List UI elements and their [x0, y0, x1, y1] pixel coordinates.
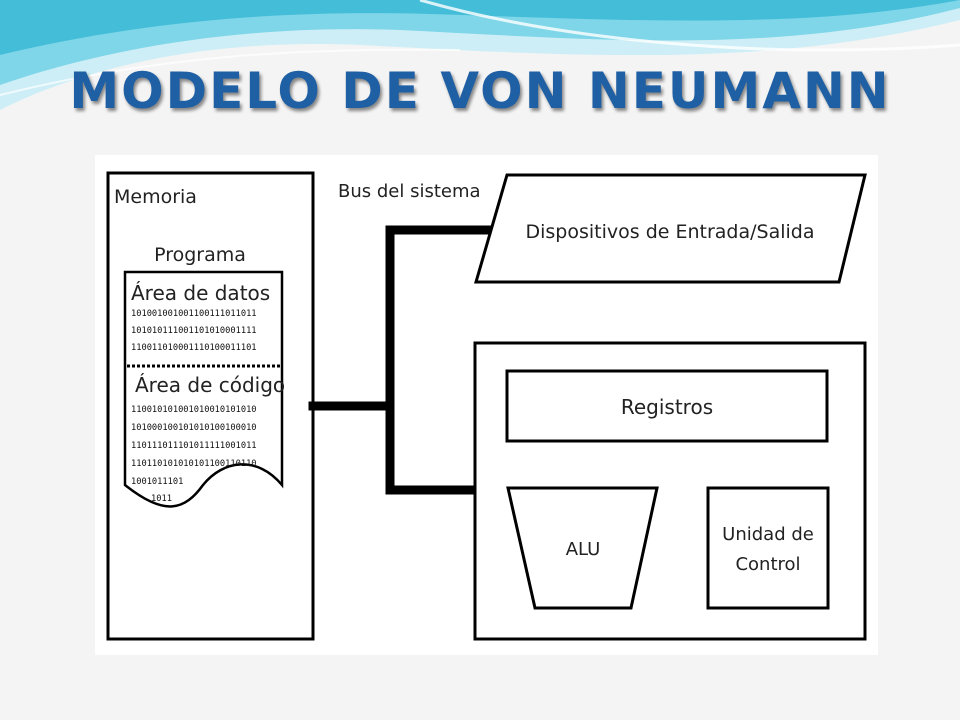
code-binary-lines: 110010101001010010101010 101000100101010… [131, 405, 257, 504]
registers-label: Registros [621, 395, 713, 419]
memory-label: Memoria [114, 186, 197, 208]
program-document [123, 270, 284, 508]
code-binary-line: 101000100101010100100010 [131, 423, 257, 433]
wave-mid [0, 0, 960, 85]
code-binary-line: 110111011101011111001011 [131, 441, 257, 451]
von-neumann-diagram: Memoria Programa Área de datos 101001001… [95, 155, 878, 655]
io-devices-label: Dispositivos de Entrada/Salida [525, 221, 814, 243]
control-unit-box [706, 486, 830, 610]
alu-box [506, 486, 659, 610]
program-label: Programa [154, 244, 246, 266]
code-binary-line: 110110101010101100110110 [131, 459, 257, 469]
system-bus [308, 225, 495, 495]
data-binary-lines: 101001001001100111011011 101010111001101… [131, 309, 257, 353]
wave-highlight-2 [0, 48, 461, 96]
alu-label: ALU [566, 539, 601, 560]
code-binary-line: 1011 [151, 494, 172, 504]
code-area-label: Área de código [135, 373, 285, 397]
data-area-label: Área de datos [131, 281, 270, 305]
data-binary-line: 101010111001101010001111 [131, 326, 257, 336]
code-binary-line: 1001011101 [131, 477, 183, 487]
slide-title: MODELO DE VON NEUMANN [69, 62, 891, 120]
wave-front [0, 0, 960, 55]
data-binary-line: 110011010001110100011101 [131, 343, 257, 353]
io-devices-box [474, 173, 867, 284]
control-unit-label-line1: Unidad de [722, 524, 814, 545]
data-binary-line: 101001001001100111011011 [131, 309, 257, 319]
bus-label: Bus del sistema [338, 181, 481, 202]
wave-highlight [419, 0, 960, 52]
control-unit-label-line2: Control [735, 554, 800, 575]
registers-box [505, 369, 829, 443]
code-binary-line: 110010101001010010101010 [131, 405, 257, 415]
